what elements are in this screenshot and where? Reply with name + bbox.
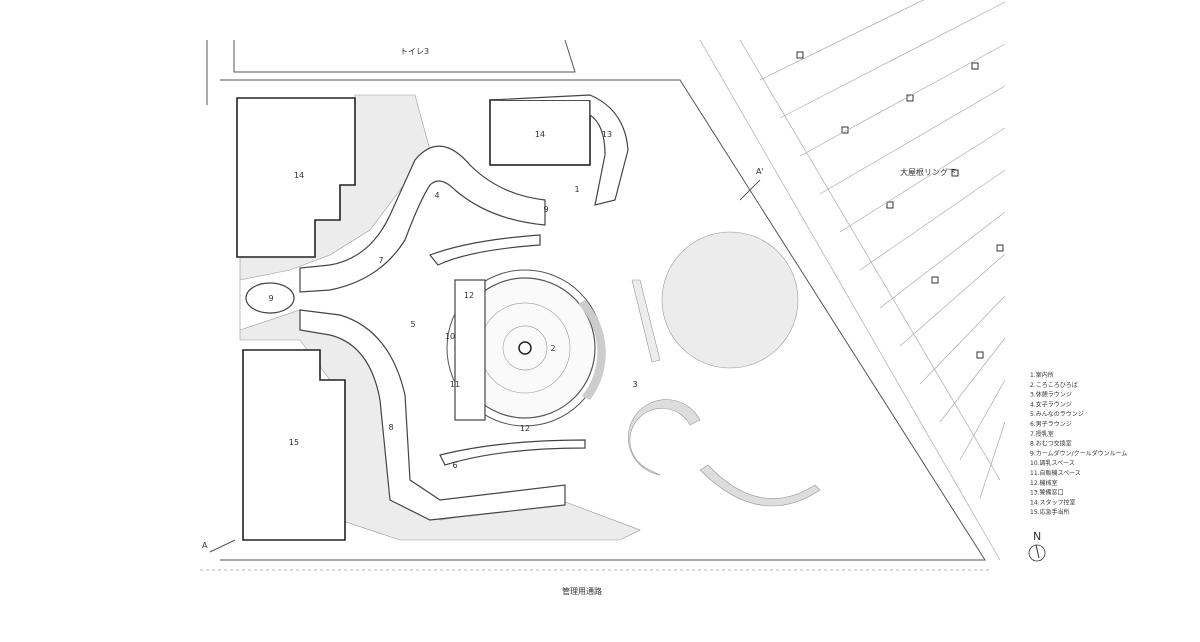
legend-item: 15.応急手当所 <box>1030 508 1070 516</box>
room-label: 7 <box>378 256 383 265</box>
ring-beam-line <box>799 43 1006 157</box>
ring-label: 大屋根リング下 <box>900 167 956 177</box>
north-label: N <box>1033 530 1041 543</box>
room-label: 9 <box>543 205 548 214</box>
room-label: 12 <box>464 291 474 300</box>
north-arrow: N <box>1028 530 1046 562</box>
korokoro-plaza <box>446 269 606 427</box>
legend-item: 4.女子ラウンジ <box>1030 400 1072 408</box>
room-label: 9 <box>268 294 273 303</box>
legend-item: 1.案内所 <box>1030 371 1054 379</box>
ring-beam-line <box>899 253 1006 347</box>
room-label: 11 <box>450 380 460 389</box>
staff-building-left <box>236 97 356 258</box>
ring-column <box>996 244 1004 252</box>
ring-beam-line <box>879 211 1006 309</box>
ring-column <box>906 94 914 102</box>
ring-beam-line <box>959 379 1006 461</box>
room-label: 10 <box>445 332 455 341</box>
room-label: 14 <box>535 130 545 139</box>
ring-beam-line <box>939 337 1006 423</box>
room-label: 5 <box>410 320 415 329</box>
legend-item: 13.警備窓口 <box>1030 489 1064 497</box>
ring-beam-line <box>759 0 925 81</box>
ring-beam-line <box>819 85 1006 195</box>
section-a-label: A <box>202 541 208 550</box>
toilet-label: トイレ3 <box>400 47 429 56</box>
legend-item: 2.ころころひろば <box>1030 381 1078 389</box>
ring-column <box>931 276 939 284</box>
road-label: 管理用通路 <box>562 586 602 596</box>
toilet-cubicles <box>245 94 629 521</box>
ring-beam-line <box>919 295 1006 385</box>
ring-column <box>951 169 959 177</box>
room-number-labels: 14 14 13 1 9 4 7 9 5 12 10 2 11 12 3 8 6… <box>268 130 637 470</box>
ring-beam-line <box>839 127 1006 233</box>
room-label: 14 <box>294 171 304 180</box>
room-label: 6 <box>452 461 457 470</box>
legend-item: 6.男子ラウンジ <box>1030 420 1072 428</box>
room-label: 15 <box>289 438 299 447</box>
ring-column <box>796 51 804 59</box>
legend-item: 5.みんなのラウンジ <box>1030 410 1084 418</box>
legend-item: 7.授乳室 <box>1030 430 1054 438</box>
section-a2-label: A' <box>756 167 764 176</box>
room-label: 3 <box>632 380 637 389</box>
legend-item: 10.調乳スペース <box>1030 459 1075 467</box>
ring-column <box>976 351 984 359</box>
ring-beam-line <box>779 1 1006 119</box>
legend-item: 14.スタッフ控室 <box>1030 498 1076 506</box>
first-aid-building <box>242 349 346 541</box>
ring-structure-grid <box>759 0 1006 499</box>
room-label: 1 <box>574 185 579 194</box>
room-label: 8 <box>388 423 393 432</box>
legend-item: 3.休憩ラウンジ <box>1030 391 1072 399</box>
room-label: 12 <box>520 424 530 433</box>
legend-item: 11.自販機スペース <box>1030 469 1081 477</box>
legend-item: 9.カームダウン/クールダウンルーム <box>1030 449 1127 457</box>
site-lines <box>200 39 1001 571</box>
legend-item: 12.機械室 <box>1030 479 1058 487</box>
ring-beam-line <box>979 421 1006 499</box>
room-label: 4 <box>434 191 439 200</box>
legend-item: 8.おむつ交換室 <box>1030 440 1072 448</box>
room-label: 13 <box>602 130 612 139</box>
ring-beam-line <box>859 169 1006 271</box>
ring-column <box>971 62 979 70</box>
room-label: 2 <box>550 344 555 353</box>
ring-column <box>886 201 894 209</box>
